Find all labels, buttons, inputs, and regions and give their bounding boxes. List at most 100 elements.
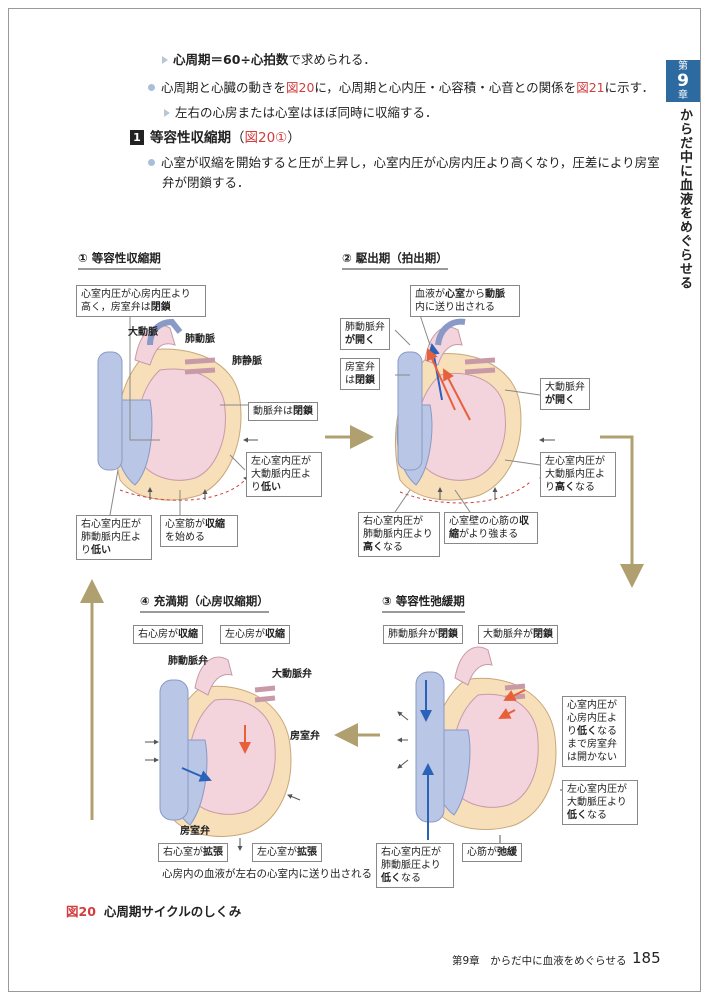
label-line: 左心室内圧が [251,456,311,467]
triangle-bullet-icon [164,109,170,117]
label-line: 大動脈圧より [567,797,627,808]
heart-1-illustration [97,318,246,501]
label-line: 血液が心室から動脈 [415,288,515,301]
text-span: 心周期と心臓の動きを [161,80,287,95]
heart-2-illustration [395,318,531,504]
text-span: り [545,482,555,493]
text-span: 高く，房室弁は [81,302,151,313]
chapter-tab: 第 9 章 [666,60,700,102]
label-line: 肺動脈圧より [381,860,441,871]
text-span: 閉鎖 [438,629,458,640]
figure-title: 心周期サイクルのしくみ [103,904,242,919]
text-span: 左心房が [225,629,265,640]
text-span: 閉鎖 [533,629,553,640]
text-span: 高く [363,542,383,553]
figure-number: 図20 [66,904,96,919]
text-span: 拡張 [203,847,223,858]
triangle-bullet-icon [162,56,168,64]
text-span: なる [383,542,403,553]
figure-ref-link[interactable]: 図21 [576,80,605,95]
heading-title: 等容性収縮期 [150,130,231,146]
text-span: 高く [555,482,575,493]
label-line: 左心室内圧が [567,784,627,795]
text-span: り [567,726,577,737]
text-span: に示す． [604,80,655,95]
label-line: 大動脈弁 [545,382,585,393]
label-line: 高く，房室弁は閉鎖 [81,301,201,314]
text-span: 閉鎖 [150,302,171,313]
p3-side-box: 心室内圧が心房内圧よ り低くなる まで房室弁は開かない [562,696,626,767]
text-span: 心室 [445,289,465,300]
text-span: がより強まる [459,529,519,540]
label-line: 肺動脈弁 [345,322,385,333]
text-span: 心室が収縮を開始すると圧が上昇し，心室内圧が心房内圧より高くなり，圧差により房室 [161,155,660,170]
formula-rest: で求められる． [288,52,376,67]
label-line: 内に送り出される [415,302,495,313]
p4-lv-box: 左心室が拡張 [252,843,322,862]
label-line: 心房内圧よ [567,713,617,724]
p2-lv-box: 左心室内圧が大動脈内圧よ り高くなる [540,452,616,497]
text-span: 縮 [449,529,459,540]
text-span: 低く [577,726,597,737]
label-line: り低い [81,544,147,557]
text-span: 収縮 [205,519,225,530]
body-line-2: 心周期と心臓の動きを図20に，心周期と心内圧・心容積・心音との関係を図21に示す… [148,78,654,98]
text-span: 拡張 [297,847,317,858]
p2-top-box: 血液が心室から動脈 内に送り出される [410,285,520,317]
figure-caption: 図20 心周期サイクルのしくみ [66,901,241,920]
label-line: り高くなる [545,481,611,494]
panel-4-title: ④ 充満期（心房収縮期） [140,593,269,613]
label-line: 低くなる [381,872,449,885]
text-span: 大動脈弁が [483,629,533,640]
text-span: 閉鎖 [293,406,313,417]
panel-3-title: ③ 等容性弛緩期 [382,593,465,613]
cycle-arrow [600,435,644,588]
text-span: なる [597,726,617,737]
p4-av-valve-right-label: 房室弁 [180,826,210,837]
text-span: 右心房が [138,629,178,640]
p1-top-box: 心室内圧が心房内圧より 高く，房室弁は閉鎖 [76,285,206,317]
heart-4-illustration [159,656,292,837]
text-span: ） [287,130,301,146]
figure-ref-link[interactable]: 図20① [244,130,288,146]
chapter-vertical-title: からだ中に血液をめぐらせる [677,108,692,290]
label-line: 房室弁 [345,362,375,373]
chapter-tab-label-bottom: 章 [678,90,688,101]
text-span: 収縮 [178,629,198,640]
text-span: 心室筋が [165,519,205,530]
figure-ref-link[interactable]: 図20 [286,80,315,95]
label-line: 心室内圧が心房内圧より [81,289,191,300]
label-line: が開く [545,395,575,406]
page-number: 185 [632,949,661,967]
heading-number: 1 [130,130,144,145]
panel-1-title: ① 等容性収縮期 [78,250,161,270]
p1-lv-box: 左心室内圧が大動脈内圧よ り低い [246,452,322,497]
label-line: は開かない [567,752,617,763]
body-line-4: 心室が収縮を開始すると圧が上昇し，心室内圧が心房内圧より高くなり，圧差により房室 [148,153,660,173]
page-frame [8,8,701,992]
p2-rv-box: 右心室内圧が肺動脈内圧より 高くなる [358,512,440,557]
p4-pulm-valve-label: 肺動脈弁 [168,656,208,667]
body-line-3: 左右の心房または心室はほぼ同時に収縮する． [164,103,438,123]
p4-la-box: 左心房が収縮 [220,625,290,644]
p2-aortic-valve-box: 大動脈弁が開く [540,378,590,410]
label-line: まで房室弁 [567,739,617,750]
p1-aorta-label: 大動脈 [128,327,158,338]
label-line: 心室内圧が [567,700,617,711]
text-span: なる [587,810,607,821]
p4-caption: 心房内の血液が左右の心室内に送り出される [162,868,372,880]
label-line: を始める [165,532,205,543]
p2-wall-box: 心室壁の心筋の収 縮がより強まる [444,512,538,544]
formula-text: 心周期＝60÷心拍数 [173,52,289,67]
text-span: 右心室が [163,847,203,858]
p3-muscle-box: 心筋が弛緩 [462,843,522,862]
text-span: は [345,375,355,386]
label-line: が開く [345,335,375,346]
panel-2-title: ② 駆出期（拍出期） [342,250,448,270]
label-line: 高くなる [363,541,435,554]
footer-chapter: 第9章 からだ中に血液をめぐらせる [452,955,627,967]
p1-rv-box: 右心室内圧が肺動脈内圧よ り低い [76,515,152,560]
label-line: 右心室内圧が [381,847,441,858]
chapter-tab-number: 9 [677,71,689,91]
